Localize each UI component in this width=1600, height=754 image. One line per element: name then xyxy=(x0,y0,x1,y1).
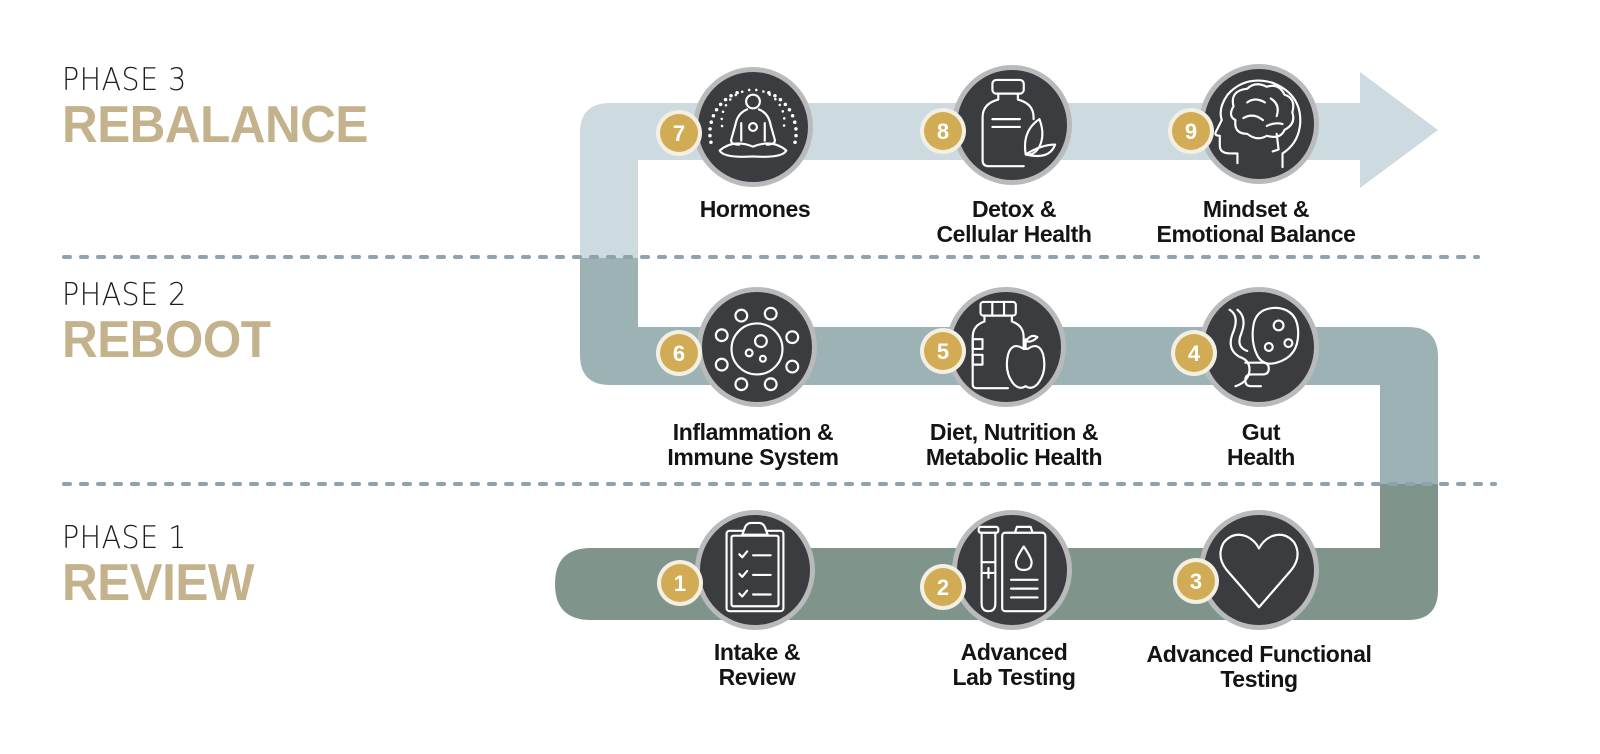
step-9-badge-fill xyxy=(1172,112,1210,150)
phase-3-number: PHASE 3 xyxy=(62,62,187,98)
step-1-label-line-2: Review xyxy=(718,664,796,690)
step-3-badge-number: 3 xyxy=(1190,569,1202,594)
meditation-icon xyxy=(708,88,798,158)
step-5-badge-number: 5 xyxy=(937,339,949,364)
step-6-label: Inflammation & Immune System xyxy=(623,420,883,470)
step-4-badge-fill xyxy=(1175,334,1213,372)
phase-3-name: REBALANCE xyxy=(62,96,368,154)
step-4-badge: 4 xyxy=(1171,330,1217,376)
step-7-badge-number: 7 xyxy=(673,121,685,146)
step-1-badge-number: 1 xyxy=(674,571,686,596)
supplement-bottle-apple-icon xyxy=(971,300,1046,390)
gut-stomach-icon xyxy=(1228,306,1300,388)
step-8-badge-fill xyxy=(924,112,962,150)
lab-test-tube-clipboard-icon xyxy=(977,525,1047,613)
step-4-node: 4 xyxy=(1171,287,1319,407)
step-5-label: Diet, Nutrition & Metabolic Health xyxy=(884,420,1144,470)
step-3-circle xyxy=(1204,515,1314,625)
step-8-badge: 8 xyxy=(920,108,966,154)
step-1-label: Intake & Review xyxy=(627,640,887,690)
step-1-badge-fill xyxy=(661,564,699,602)
phase-1-number: PHASE 1 xyxy=(62,520,187,556)
step-3-label-line-2: Testing xyxy=(1220,666,1298,692)
step-7-badge-fill xyxy=(660,114,698,152)
step-9-badge: 9 xyxy=(1168,108,1214,154)
brain-head-icon xyxy=(1214,79,1302,169)
step-9-node: 9 xyxy=(1168,64,1319,184)
step-5-badge-fill xyxy=(924,332,962,370)
step-1-badge: 1 xyxy=(657,560,703,606)
step-5-node: 5 xyxy=(920,287,1066,407)
phase-2-number: PHASE 2 xyxy=(62,277,187,313)
step-3-badge: 3 xyxy=(1173,558,1219,604)
step-8-circle xyxy=(957,70,1067,180)
step-1-node: 1 xyxy=(657,510,815,630)
step-7-label: Hormones xyxy=(625,197,885,222)
phase-3-label: PHASE 3 REBALANCE xyxy=(62,63,384,153)
step-2-badge-fill xyxy=(924,568,962,606)
bottle-leaf-icon xyxy=(981,78,1057,168)
phase-1-name: REVIEW xyxy=(62,554,255,612)
step-9-badge-number: 9 xyxy=(1185,119,1197,144)
step-8-label-line-1: Detox & xyxy=(971,196,1057,222)
step-1-label-line-1: Intake & xyxy=(713,639,801,665)
step-3-badge-fill xyxy=(1177,562,1215,600)
step-8-label-line-2: Cellular Health xyxy=(936,221,1092,247)
step-4-label: Gut Health xyxy=(1131,420,1391,470)
step-6-circle xyxy=(702,292,812,402)
step-8-label: Detox & Cellular Health xyxy=(884,197,1144,247)
step-5-badge: 5 xyxy=(920,328,966,374)
step-9-label-line-1: Mindset & xyxy=(1202,196,1310,222)
phase-2-label: PHASE 2 REBOOT xyxy=(62,278,281,368)
step-2-badge: 2 xyxy=(920,564,966,610)
step-2-node: 2 xyxy=(920,510,1072,630)
step-6-label-line-2: Immune System xyxy=(667,444,839,470)
step-7-badge: 7 xyxy=(656,110,702,156)
phase-1-label: PHASE 1 REVIEW xyxy=(62,521,264,611)
step-5-label-line-1: Diet, Nutrition & xyxy=(929,419,1099,445)
step-4-badge-number: 4 xyxy=(1188,341,1201,366)
step-7-circle xyxy=(698,72,808,182)
step-2-label-line-2: Lab Testing xyxy=(952,664,1076,690)
step-2-circle xyxy=(957,515,1067,625)
step-6-badge: 6 xyxy=(656,330,702,376)
step-2-badge-number: 2 xyxy=(937,575,949,600)
step-2-label-line-1: Advanced xyxy=(960,639,1068,665)
step-4-label-line-2: Health xyxy=(1227,444,1295,470)
step-4-circle xyxy=(1204,292,1314,402)
step-3-label-line-1: Advanced Functional xyxy=(1146,641,1372,667)
step-6-label-line-1: Inflammation & xyxy=(672,419,834,445)
heart-icon xyxy=(1219,533,1299,609)
step-3-label: Advanced Functional Testing xyxy=(1129,642,1389,692)
step-5-circle xyxy=(951,292,1061,402)
step-3-node: 3 xyxy=(1173,510,1319,630)
step-6-badge-number: 6 xyxy=(673,341,685,366)
step-6-badge-fill xyxy=(660,334,698,372)
step-6-node: 6 xyxy=(656,287,817,407)
virus-icon xyxy=(714,306,800,392)
clipboard-checklist-icon xyxy=(725,521,785,613)
step-7-label-line-1: Hormones xyxy=(699,196,811,222)
step-2-label: Advanced Lab Testing xyxy=(884,640,1144,690)
step-7-node: 7 xyxy=(656,67,813,187)
step-5-label-line-2: Metabolic Health xyxy=(925,444,1103,470)
step-8-node: 8 xyxy=(920,65,1072,185)
phase-2-name: REBOOT xyxy=(62,311,271,369)
step-8-badge-number: 8 xyxy=(937,119,949,144)
step-4-label-line-1: Gut xyxy=(1241,419,1281,445)
step-9-label-line-2: Emotional Balance xyxy=(1156,221,1356,247)
step-9-label: Mindset & Emotional Balance xyxy=(1126,197,1386,247)
